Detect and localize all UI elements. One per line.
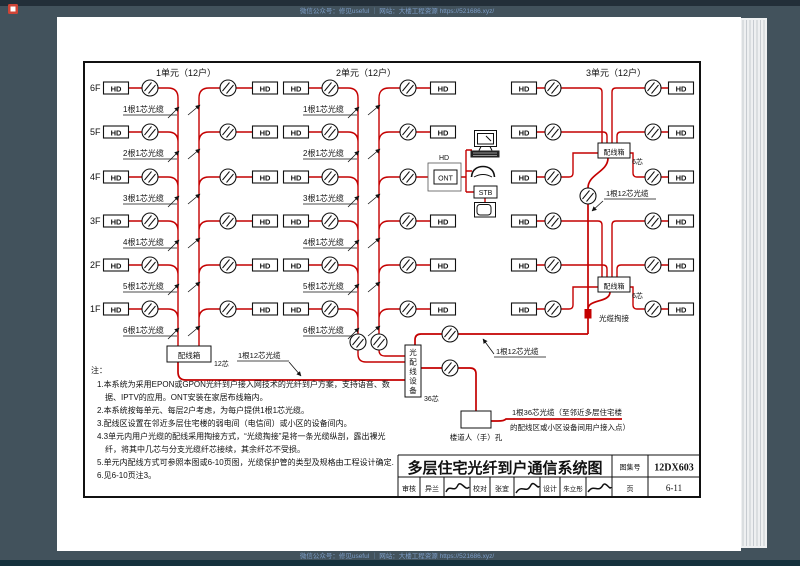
checker-signature — [515, 482, 540, 494]
watermark-bottom: 微信公众号：修见useful ｜ 网站：大楼工程资源 https://52168… — [300, 551, 495, 560]
distribution-wiring — [414, 333, 622, 422]
cable-label: 1根1芯光缆 — [303, 104, 344, 114]
ont-hd-label: HD — [439, 155, 449, 162]
unit3-label: 3单元（12户） — [586, 67, 646, 78]
cable36-label-line1: 1根36芯光缆（至邻近多层住宅楼 — [512, 407, 623, 417]
label-underlines — [123, 114, 656, 362]
odf-char: 配 — [409, 358, 417, 367]
label-leaders — [167, 104, 604, 377]
cable-label: 2根1芯光缆 — [303, 148, 344, 158]
unit3-lower-distribution-box: 配线箱 6芯 — [597, 276, 643, 300]
odf-char: 线 — [409, 366, 417, 376]
checker-name: 张宜 — [495, 484, 509, 493]
odf-char: 备 — [409, 385, 417, 395]
floor-labels: 6F 5F 4F 3F 2F 1F — [90, 83, 101, 314]
cores6-label: 6芯 — [632, 291, 643, 300]
cores36-label: 36芯 — [424, 394, 439, 403]
unit2-cable-labels: 1根1芯光缆 2根1芯光缆 3根1芯光缆 4根1芯光缆 5根1芯光缆 6根1芯光… — [303, 104, 344, 335]
cable-label: 5根1芯光缆 — [123, 281, 164, 291]
note-line: 纤，将其中几芯与分支光缆纤芯接续，其余纤芯不受损。 — [105, 444, 305, 454]
corridor-manhole: 楼道人（手）孔 — [450, 410, 503, 442]
odf-char: 光 — [409, 347, 417, 357]
note-line: 据、IPTV的应用。ONT安装在家居布线箱内。 — [105, 392, 268, 402]
ont-label: ONT — [438, 176, 454, 183]
odf-char: 设 — [409, 376, 417, 386]
note-line: 2.本系统按每单元、每层2户考虑，为每户提供1根1芯光缆。 — [97, 405, 309, 415]
top-bar — [0, 0, 800, 6]
unit1-label: 1单元（12户） — [156, 67, 216, 78]
app-icon[interactable] — [8, 4, 18, 14]
optical-distribution-frame: 光 配 线 设 备 36芯 — [404, 344, 439, 403]
cable-label: 4根1芯光缆 — [123, 237, 164, 247]
unit2-wiring — [309, 87, 486, 363]
floor-label: 4F — [90, 172, 101, 182]
designer-label: 设计 — [543, 484, 557, 493]
unit-labels: 1单元（12户） 2单元（12户） 3单元（12户） — [156, 67, 646, 78]
cable12-label: 1根12芯光缆 — [606, 188, 649, 198]
drawing-frame — [83, 61, 701, 498]
dist-box-label: 配线箱 — [178, 350, 201, 360]
cable-label: 1根1芯光缆 — [123, 104, 164, 114]
cable-tap-splice — [584, 309, 592, 319]
stb-label: STB — [479, 190, 493, 197]
computer-icon — [470, 130, 500, 158]
note-line: 3.配线区设置在邻近多层住宅楼的弱电间（电信间）或小区的设备间内。 — [97, 418, 352, 428]
floor-label: 1F — [90, 304, 101, 314]
unit1-cable-labels: 1根1芯光缆 2根1芯光缆 3根1芯光缆 4根1芯光缆 5根1芯光缆 6根1芯光… — [123, 104, 164, 335]
unit3-upper-distribution-box: 配线箱 6芯 — [597, 142, 643, 166]
page-label: 页 — [627, 485, 634, 493]
cable-label: 6根1芯光缆 — [303, 325, 344, 335]
note-line: 5.单元内配线方式可参照本图或6-10页图，光缆保护管的类型及规格由工程设计确定… — [97, 457, 394, 467]
floor-label: 5F — [90, 127, 101, 137]
floor-label: 6F — [90, 83, 101, 93]
floor-label: 2F — [90, 260, 101, 270]
reviewer-name: 异兰 — [425, 484, 439, 493]
bottom-bar — [0, 560, 800, 566]
page-no: 6-11 — [666, 483, 682, 493]
floor-label: 3F — [90, 216, 101, 226]
tv-icon — [474, 202, 496, 218]
title-block: 多层住宅光纤到户通信系统图 图集号 12DX603 页 6-11 审核 异兰 校… — [397, 454, 700, 497]
notes-head: 注： — [91, 365, 107, 375]
note-line: 4.3单元内用户光缆的配线采用掏接方式，“光缆掏接”是将一条光缆纵剖，露出裸光 — [97, 431, 385, 441]
notes: 注： 1.本系统为采用EPON或GPON光纤到户接入网技术的光纤到户方案，支持语… — [91, 365, 394, 480]
cable-label: 6根1芯光缆 — [123, 325, 164, 335]
cable36-label-line2: 的配线区或小区设备间用户接入点） — [510, 422, 630, 432]
designer-signature — [587, 483, 612, 493]
cable-label: 5根1芯光缆 — [303, 281, 344, 291]
cores6-label: 6芯 — [632, 157, 643, 166]
page — [57, 17, 741, 551]
tap-label: 光缆掏接 — [599, 313, 629, 323]
unit1-distribution-box: 配线箱 12芯 — [166, 345, 229, 368]
telephone-icon — [470, 165, 496, 178]
atlas-no-label: 图集号 — [620, 463, 641, 472]
cable12-label: 1根12芯光缆 — [496, 346, 539, 356]
checker-label: 校对 — [473, 484, 487, 493]
cores12-label: 12芯 — [214, 359, 229, 368]
note-line: 6.见6-10页注3。 — [97, 470, 156, 480]
cable-label: 3根1芯光缆 — [303, 193, 344, 203]
cable-label: 2根1芯光缆 — [123, 148, 164, 158]
unit2-label: 2单元（12户） — [336, 67, 396, 78]
atlas-no: 12DX603 — [654, 463, 693, 474]
dist-box-label: 配线箱 — [604, 148, 625, 157]
reviewer-signature — [445, 483, 470, 493]
ont-assembly: HD ONT STB — [427, 130, 500, 218]
drawing-title: 多层住宅光纤到户通信系统图 — [407, 459, 602, 477]
manhole-label: 楼道人（手）孔 — [450, 432, 503, 442]
note-line: 1.本系统为采用EPON或GPON光纤到户接入网技术的光纤到户方案，支持语音、数 — [97, 379, 390, 389]
watermark-top: 微信公众号：修见useful ｜ 网站：大楼工程资源 https://52168… — [300, 6, 495, 15]
page-edge-lines — [742, 20, 765, 546]
reviewer-label: 审核 — [402, 484, 416, 493]
cable-label: 4根1芯光缆 — [303, 237, 344, 247]
cable12-label: 1根12芯光缆 — [238, 350, 281, 360]
dist-box-label: 配线箱 — [604, 282, 625, 291]
designer-name: 朱立彤 — [563, 484, 583, 493]
trunk-cable-labels: 1根12芯光缆 1根12芯光缆 1根12芯光缆 光缆掏接 1根36芯光缆（至邻近… — [238, 188, 649, 432]
cable-label: 3根1芯光缆 — [123, 193, 164, 203]
stb-box — [473, 185, 498, 199]
unit3-wiring — [537, 87, 668, 334]
unit1-wiring — [129, 87, 405, 381]
